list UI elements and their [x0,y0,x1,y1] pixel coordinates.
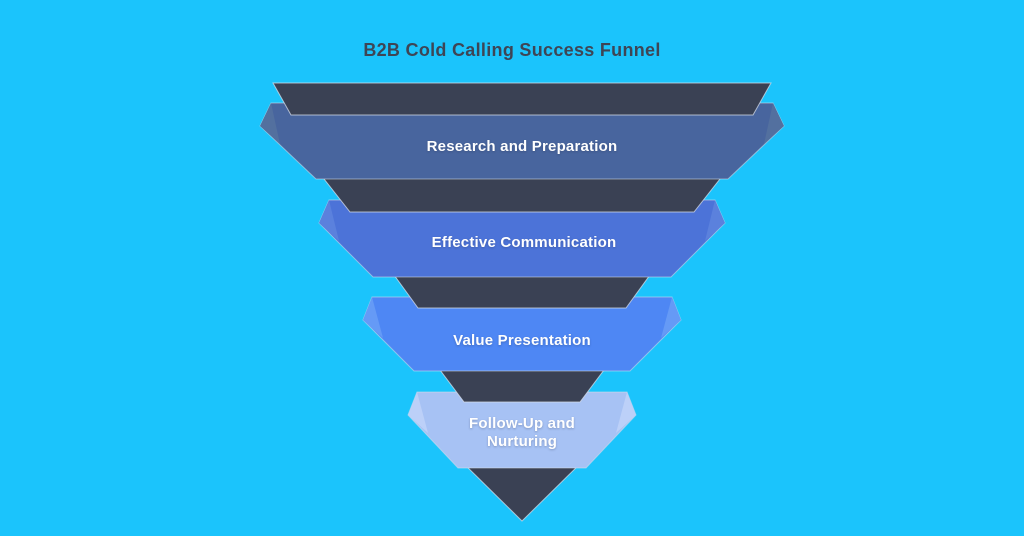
stage-3-fold-left-shape [363,297,383,338]
stage-4-fold-right-shape [616,392,636,433]
page-title: B2B Cold Calling Success Funnel [363,40,661,60]
stage-4-fold-left-shape [408,392,428,433]
stage-1-fold-left-shape [260,103,280,144]
stage-4-label: Follow-Up and Nurturing [469,415,575,450]
stage-2-fold-left-shape [319,200,339,241]
stage-3-fold-right-shape [661,297,681,338]
funnel-mouth-shape [272,82,772,116]
stage-1-label: Research and Preparation [426,138,618,155]
stage-2-label: Effective Communication [431,234,617,251]
stage-3-label: Value Presentation [453,332,591,349]
stage-1-fold-right-shape [764,103,784,144]
stage-2-fold-right-shape [705,200,725,241]
